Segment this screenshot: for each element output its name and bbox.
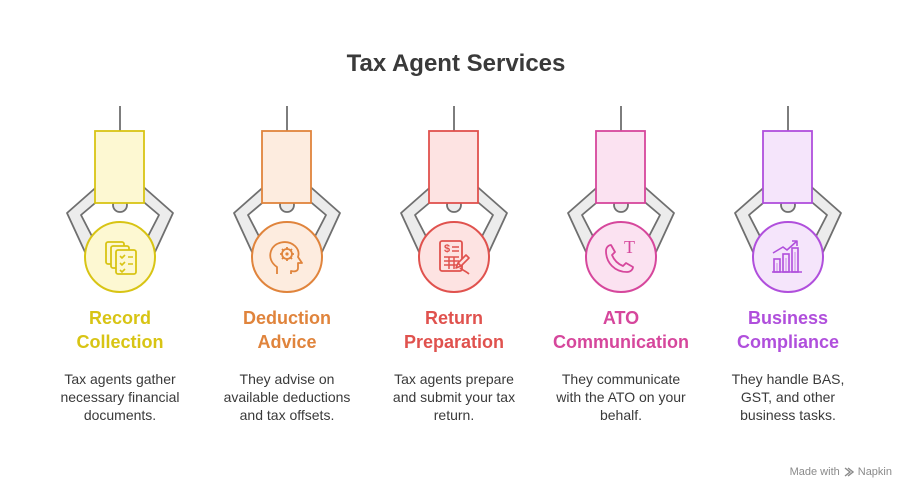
service-description: They communicate with the ATO on your be… xyxy=(538,370,704,424)
desc-line-1: Tax agents prepare xyxy=(394,371,514,387)
desc-line-3: return. xyxy=(433,407,475,423)
service-heading: ATO Communication xyxy=(538,306,704,354)
claw-block xyxy=(261,130,312,204)
desc-line-3: and tax offsets. xyxy=(239,407,335,423)
heading-line-2: Advice xyxy=(257,332,317,352)
heading-line-2: Communication xyxy=(552,332,689,352)
desc-line-2: necessary financial xyxy=(60,389,180,405)
claw-block xyxy=(595,130,646,204)
desc-line-1: They advise on xyxy=(239,371,335,387)
desc-line-1: They handle BAS, xyxy=(731,371,845,387)
service-heading: Return Preparation xyxy=(371,306,537,354)
service-description: They handle BAS, GST, and other business… xyxy=(705,370,871,424)
service-heading: Deduction Advice xyxy=(204,306,370,354)
heading-line-1: Return xyxy=(425,308,483,328)
desc-line-2: and submit your tax xyxy=(392,389,516,405)
checklist-documents-icon xyxy=(105,241,137,275)
heading-line-1: Deduction xyxy=(243,308,331,328)
heading-line-1: Record xyxy=(88,308,151,328)
desc-line-3: documents. xyxy=(83,407,157,423)
claw-graphic xyxy=(233,106,341,293)
napkin-logo-icon xyxy=(844,467,854,477)
service-heading: Record Collection xyxy=(37,306,203,354)
heading-line-2: Preparation xyxy=(403,332,505,352)
heading-line-2: Compliance xyxy=(736,332,840,352)
heading-line-1: Business xyxy=(747,308,829,328)
service-card: Deduction Advice They advise on availabl… xyxy=(204,0,370,498)
icon-circle xyxy=(585,221,657,293)
made-with-label: Made with xyxy=(789,466,840,478)
growth-chart-icon xyxy=(772,240,802,273)
claw-block xyxy=(428,130,479,204)
desc-line-2: GST, and other xyxy=(740,389,836,405)
service-card: $ Return Preparation Tax agents prepare … xyxy=(371,0,537,498)
tax-form-icon: $ xyxy=(439,240,470,275)
brand-label: Napkin xyxy=(857,466,892,478)
service-description: Tax agents gather necessary financial do… xyxy=(37,370,203,424)
service-card: T ATO Communication They communicate wit… xyxy=(538,0,704,498)
heading-line-1: ATO xyxy=(602,308,640,328)
claw-graphic xyxy=(734,106,842,293)
claw-graphic: $ xyxy=(400,106,508,293)
icon-circle xyxy=(251,221,323,293)
claw-graphic xyxy=(66,106,174,293)
claw-graphic: T xyxy=(567,106,675,293)
service-card: Record Collection Tax agents gather nece… xyxy=(37,0,203,498)
page-title: Tax Agent Services xyxy=(346,50,566,77)
desc-line-3: behalf. xyxy=(599,407,643,423)
head-gear-icon xyxy=(269,241,303,274)
desc-line-3: business tasks. xyxy=(740,407,836,423)
service-heading: Business Compliance xyxy=(705,306,871,354)
footer-credit: Made with Napkin xyxy=(790,466,892,478)
phone-icon: T xyxy=(605,237,635,273)
service-description: Tax agents prepare and submit your tax r… xyxy=(371,370,537,424)
desc-line-2: with the ATO on your xyxy=(556,389,686,405)
svg-text:T: T xyxy=(624,237,635,257)
heading-line-2: Collection xyxy=(76,332,164,352)
desc-line-2: available deductions xyxy=(223,389,351,405)
claw-block xyxy=(762,130,813,204)
service-description: They advise on available deductions and … xyxy=(204,370,370,424)
desc-line-1: They communicate xyxy=(561,371,681,387)
claw-block xyxy=(94,130,145,204)
icon-circle xyxy=(752,221,824,293)
svg-text:$: $ xyxy=(444,243,450,255)
desc-line-1: Tax agents gather xyxy=(64,371,176,387)
service-card: Business Compliance They handle BAS, GST… xyxy=(705,0,871,498)
